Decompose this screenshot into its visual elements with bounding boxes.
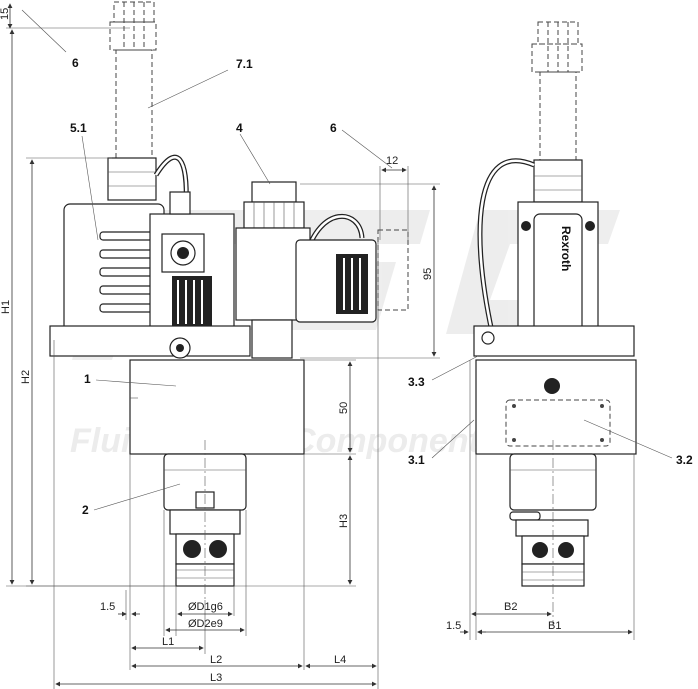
dim-1-5-right: 1.5 (446, 620, 461, 632)
amplifier-plate (149, 191, 235, 347)
dim-B2: B2 (504, 601, 517, 613)
dim-D1: ØD1g6 (188, 601, 223, 613)
label-3-1: 3.1 (408, 453, 425, 467)
dim-15: 15 (0, 8, 11, 20)
dim-H3: H3 (338, 514, 350, 528)
dim-H2: H2 (20, 370, 32, 384)
label-2: 2 (82, 503, 89, 517)
dim-95: 95 (422, 268, 434, 280)
dim-12: 12 (386, 155, 398, 167)
solenoid-plug (295, 214, 409, 323)
right-view: Rexroth (473, 21, 637, 625)
nameplate (505, 399, 611, 447)
label-5-1: 5.1 (70, 121, 87, 135)
label-3-3: 3.3 (408, 375, 425, 389)
dim-D2: ØD2e9 (188, 618, 223, 630)
electronics-housing (63, 203, 165, 355)
control-cover-right (475, 359, 637, 455)
leader-lines (21, 9, 673, 511)
label-4: 4 (236, 121, 243, 135)
dimension-labels: 15 H1 H2 12 95 50 H3 1.5 ØD1g6 ØD2e9 L1 … (0, 8, 561, 684)
solenoid (235, 181, 311, 359)
dim-H1: H1 (0, 300, 12, 314)
dim-L3: L3 (210, 672, 222, 684)
cable-connector-right (531, 21, 583, 163)
dim-L4: L4 (334, 654, 346, 666)
dim-L1: L1 (162, 636, 174, 648)
dim-L2: L2 (210, 654, 222, 666)
dimension-lines (6, 3, 635, 689)
rexroth-brand: Rexroth (559, 226, 573, 271)
label-3-2: 3.2 (676, 453, 693, 467)
left-view (49, 1, 409, 600)
dim-B1: B1 (548, 620, 561, 632)
label-1: 1 (84, 372, 91, 386)
cable-connector-left (109, 1, 157, 161)
dim-1-5-left: 1.5 (100, 601, 115, 613)
label-6-top: 6 (72, 56, 79, 70)
control-cover (129, 359, 305, 455)
dim-50: 50 (338, 402, 350, 414)
label-7-1: 7.1 (236, 57, 253, 71)
label-6-mid: 6 (330, 121, 337, 135)
part-labels: 6 7.1 5.1 4 6 1 2 3.3 3.1 3.2 (70, 56, 693, 517)
